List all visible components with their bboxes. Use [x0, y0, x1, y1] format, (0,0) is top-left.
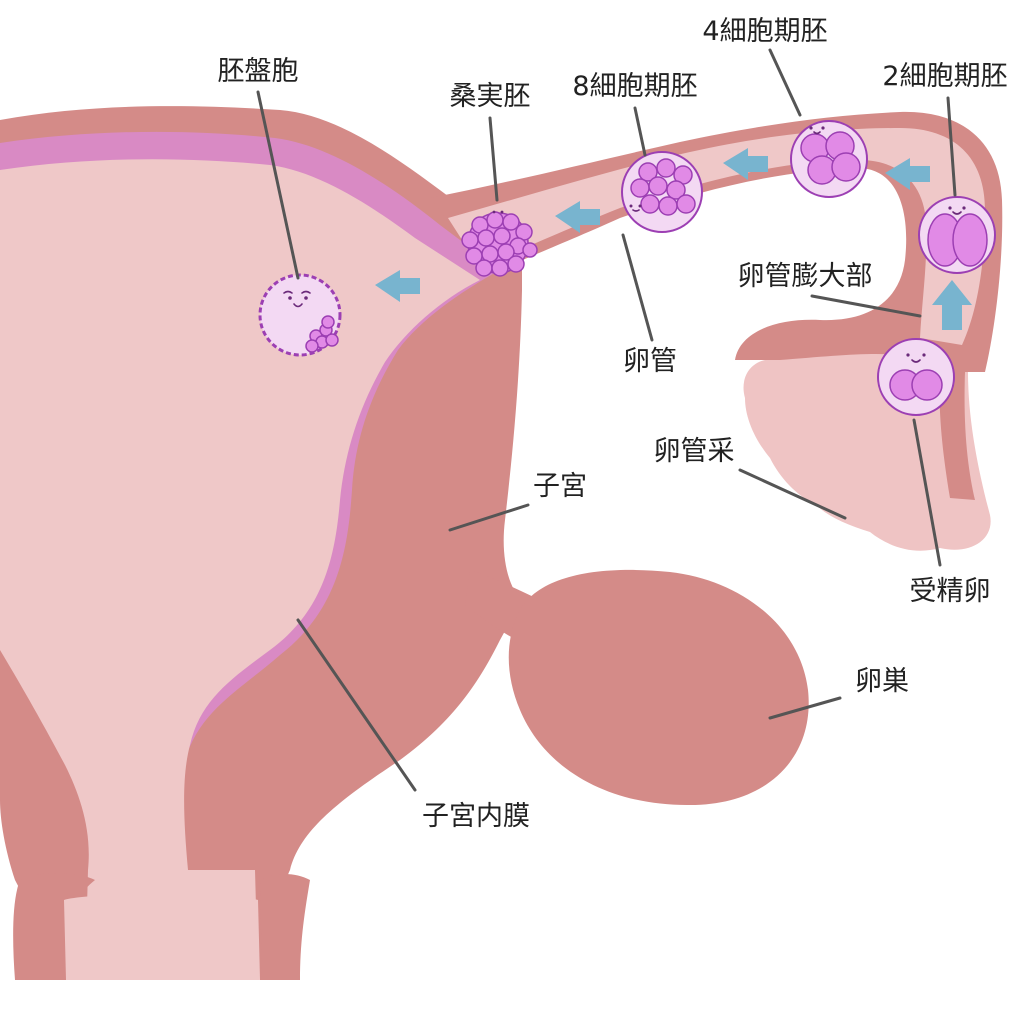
label-four-cell: 4細胞期胚: [702, 16, 827, 47]
four-cell-embryo: [790, 120, 868, 198]
leader-fertilized-egg: [912, 418, 942, 567]
leader-ampulla: [810, 294, 922, 318]
leader-fimbria: [738, 468, 847, 520]
label-blastocyst: 胚盤胞: [218, 56, 299, 87]
fertilized-egg-cell: [877, 338, 955, 416]
leader-endometrium: [296, 618, 417, 792]
label-morula: 桑実胚: [450, 81, 531, 112]
leader-morula: [488, 116, 499, 202]
arrow-up-icon: [932, 280, 972, 330]
label-fimbria: 卵管采: [654, 436, 735, 467]
cervix-canal: [64, 894, 260, 980]
label-endometrium: 子宮内膜: [422, 801, 530, 832]
labels: 胚盤胞 桑実胚 8細胞期胚 4細胞期胚 2細胞期胚 卵管膨大部 卵管 卵管采 子…: [218, 16, 1008, 832]
label-fertilized-egg: 受精卵: [910, 576, 991, 607]
leader-oviduct: [621, 233, 654, 342]
leader-blastocyst: [256, 90, 300, 280]
eight-cell-embryo: [621, 151, 703, 233]
ovary: [508, 569, 809, 806]
label-uterus: 子宮: [533, 471, 587, 502]
flow-arrows: [375, 148, 972, 330]
label-oviduct: 卵管: [623, 346, 677, 377]
arrow-left-icon: [555, 201, 600, 233]
leader-two-cell: [946, 96, 957, 197]
oviduct-lumen: [448, 128, 985, 345]
leader-uterus: [448, 503, 530, 532]
morula-embryo: [461, 210, 538, 277]
label-ampulla: 卵管膨大部: [738, 261, 873, 292]
uterine-cavity: [0, 159, 480, 980]
cervix-right: [260, 874, 310, 980]
arrow-left-icon: [375, 270, 420, 302]
leader-ovary: [768, 696, 842, 720]
two-cell-embryo: [918, 196, 996, 274]
arrow-left-icon: [885, 158, 930, 190]
leader-lines: [256, 48, 957, 792]
leader-eight-cell: [633, 106, 647, 157]
arrow-left-icon: [723, 148, 768, 180]
leader-four-cell: [768, 48, 802, 117]
label-eight-cell: 8細胞期胚: [572, 71, 697, 102]
label-ovary: 卵巣: [855, 666, 909, 697]
blastocyst-embryo: [258, 273, 342, 357]
label-two-cell: 2細胞期胚: [882, 61, 1007, 92]
